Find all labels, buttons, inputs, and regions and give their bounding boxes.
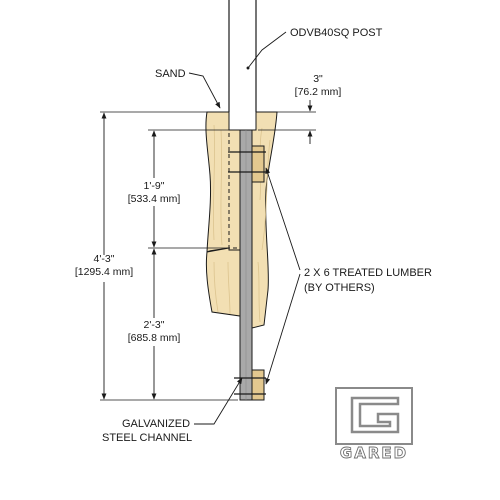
dim-top-offset-metric: [76.2 mm] xyxy=(295,86,342,98)
dim-lower-imperial: 2'-3" xyxy=(144,319,165,331)
label-lumber-line1: 2 X 6 TREATED LUMBER xyxy=(304,267,432,279)
leader-channel: GALVANIZED STEEL CHANNEL xyxy=(102,377,243,444)
label-sand: SAND xyxy=(155,68,186,80)
leader-post: ODVB40SQ POST xyxy=(246,27,383,70)
label-lumber-line2: (BY OTHERS) xyxy=(304,282,375,294)
lumber-block-upper xyxy=(251,145,265,183)
dim-upper-metric: [533.4 mm] xyxy=(128,193,181,205)
leader-lumber: 2 X 6 TREATED LUMBER (BY OTHERS) xyxy=(265,167,432,385)
dim-overall-imperial: 4'-3" xyxy=(94,253,115,265)
dim-overall-metric: [1295.4 mm] xyxy=(75,266,133,278)
dim-upper-imperial: 1'-9" xyxy=(144,180,165,192)
dimension-top-offset: 3" [76.2 mm] xyxy=(258,73,341,144)
post-embedded-hidden xyxy=(228,112,240,249)
dimension-overall: 4'-3" [1295.4 mm] xyxy=(75,112,133,400)
label-channel-line2: STEEL CHANNEL xyxy=(102,432,192,444)
label-post: ODVB40SQ POST xyxy=(290,27,383,39)
label-channel-line1: GALVANIZED xyxy=(122,418,190,430)
lumber-block-lower xyxy=(251,369,265,401)
logo-text: GARED xyxy=(340,444,408,462)
dim-lower-metric: [685.8 mm] xyxy=(128,332,181,344)
sand-fill-lower xyxy=(205,247,241,317)
gared-logo: GARED xyxy=(335,387,413,462)
dimension-upper: 1'-9" [533.4 mm] xyxy=(128,130,181,248)
dimension-lower: 2'-3" [685.8 mm] xyxy=(128,248,181,400)
leader-sand: SAND xyxy=(155,68,221,109)
post-above-ground xyxy=(228,0,257,112)
dim-top-offset-imperial: 3" xyxy=(313,73,323,85)
sand-grain-texture xyxy=(213,124,271,323)
